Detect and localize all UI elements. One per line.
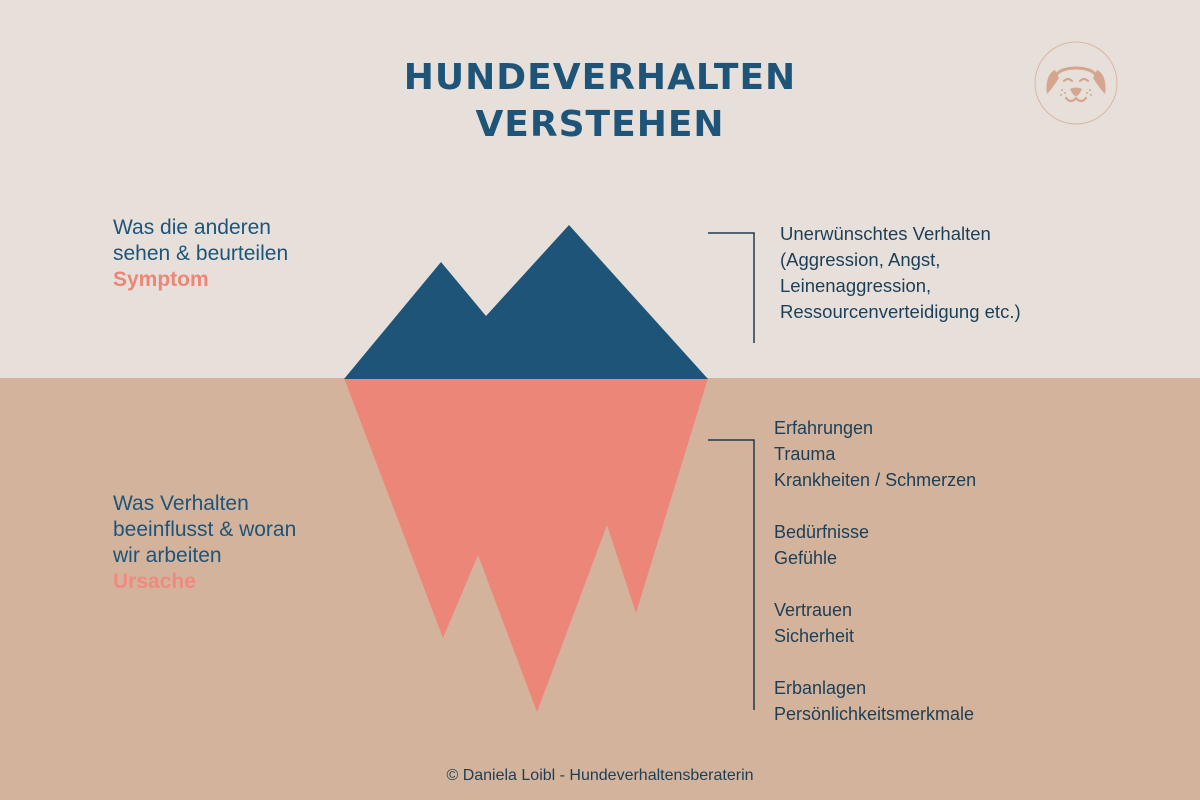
cause-accent: Ursache	[113, 570, 196, 593]
list-spacer	[774, 649, 976, 675]
copyright-footer: © Daniela Loibl - Hundeverhaltensberater…	[446, 767, 754, 784]
list-item: Vertrauen	[774, 600, 853, 620]
list-item: Persönlichkeitsmerkmale	[774, 704, 975, 724]
list-item: Bedürfnisse	[774, 522, 870, 542]
symptom-accent: Symptom	[113, 268, 209, 291]
list-item: Gefühle	[774, 548, 838, 568]
list-item: Leinenaggression,	[780, 275, 932, 296]
cause-list: Erfahrungen Trauma Krankheiten / Schmerz…	[774, 415, 976, 727]
list-item: Sicherheit	[774, 626, 855, 646]
symptom-label-line: Was die anderen	[113, 216, 271, 239]
cause-label-line: Was Verhalten	[113, 492, 249, 515]
list-spacer	[774, 493, 976, 519]
dog-face-icon	[1033, 40, 1119, 126]
symptom-label-line: sehen & beurteilen	[113, 242, 289, 265]
iceberg-tip	[344, 225, 708, 379]
list-item: (Aggression, Angst,	[780, 249, 941, 270]
list-item: Unerwünschtes Verhalten	[780, 223, 991, 244]
title-line-2: VERSTEHEN	[475, 104, 725, 145]
cause-label-line: beeinflusst & woran	[113, 518, 297, 541]
cause-label: Was Verhalten beeinflusst & woran wir ar…	[113, 491, 296, 595]
title-line-1: HUNDEVERHALTEN	[403, 57, 797, 98]
symptom-list: Unerwünschtes Verhalten (Aggression, Ang…	[780, 221, 1021, 325]
page-title: HUNDEVERHALTEN VERSTEHEN	[0, 54, 1200, 148]
cause-label-line: wir arbeiten	[113, 544, 222, 567]
iceberg-underwater	[344, 378, 708, 712]
symptom-label: Was die anderen sehen & beurteilen Sympt…	[113, 215, 288, 293]
list-item: Ressourcenverteidigung etc.)	[780, 301, 1021, 322]
list-item: Krankheiten / Schmerzen	[774, 470, 977, 490]
list-spacer	[774, 571, 976, 597]
list-item: Erfahrungen	[774, 418, 874, 438]
list-item: Erbanlagen	[774, 678, 867, 698]
list-item: Trauma	[774, 444, 836, 464]
